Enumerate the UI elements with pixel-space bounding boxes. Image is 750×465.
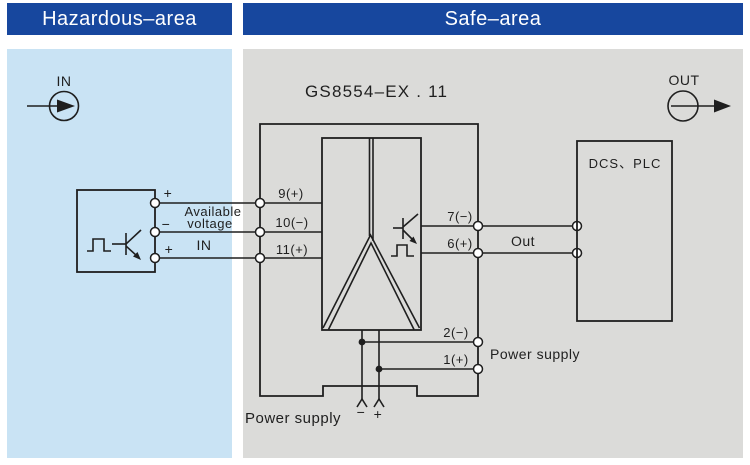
hazardous-area-header: Hazardous–area [7,3,232,35]
sensor-plus-bottom-label: + [165,241,174,257]
isolation-amplifier-block [321,137,422,331]
sensor-transistor-icon [112,229,142,260]
terminal-2 [472,336,484,348]
terminal-7 [472,220,484,232]
terminal-10 [254,226,266,238]
input-signal-label: IN [57,73,72,89]
isolator-housing [259,123,479,397]
safe-area-header: Safe–area [243,3,743,35]
junction-dot-plus [375,365,383,373]
dcs-plc-label: DCS、PLC [589,156,662,171]
sensor-terminal-plus-bottom [149,252,161,264]
terminal-9-label: 9(+) [278,186,303,201]
terminal-6-label: 6(+) [447,236,472,251]
terminal-9 [254,197,266,209]
available-voltage-label-line1: Available [184,204,241,219]
signal-output-icon [667,90,731,122]
sensor-in-label: IN [197,237,212,253]
dcs-plc-box [576,140,673,322]
terminal-1 [472,363,484,375]
available-voltage-label-line2: voltage [187,216,232,231]
isolation-barrier-symbol [322,138,421,330]
safe-area-title: Safe–area [444,7,542,30]
power-plug-plus-icon [373,397,385,408]
sensor-terminal-plus-top [149,197,161,209]
hazardous-area-panel [7,49,232,458]
sensor-minus-label: − [162,216,171,232]
power-supply-right-label: Power supply [490,346,580,362]
power-plus-label: + [374,406,383,422]
terminal-11 [254,252,266,264]
output-signal-label: OUT [668,72,699,88]
power-plug-minus-icon [356,397,368,408]
output-transistor-icon [393,213,419,244]
junction-dot-minus [358,338,366,346]
hazardous-area-title: Hazardous–area [42,7,197,30]
pulse-signal-icon [87,238,111,252]
sensor-plus-top-label: + [164,185,173,201]
terminal-7-label: 7(−) [447,209,472,224]
terminal-2-label: 2(−) [443,325,468,340]
sensor-box [76,189,156,273]
device-title: GS8554–EX . 11 [305,82,448,101]
out-wire-label: Out [511,233,535,249]
output-pulse-icon [391,244,414,257]
terminal-10-label: 10(−) [275,215,308,230]
signal-input-icon [27,90,80,122]
terminal-1-label: 1(+) [443,352,468,367]
power-supply-bottom-label: Power supply [245,410,341,427]
terminal-11-label: 11(+) [276,242,308,257]
sensor-terminal-minus [149,226,161,238]
power-minus-label: − [357,404,366,420]
terminal-6 [472,247,484,259]
